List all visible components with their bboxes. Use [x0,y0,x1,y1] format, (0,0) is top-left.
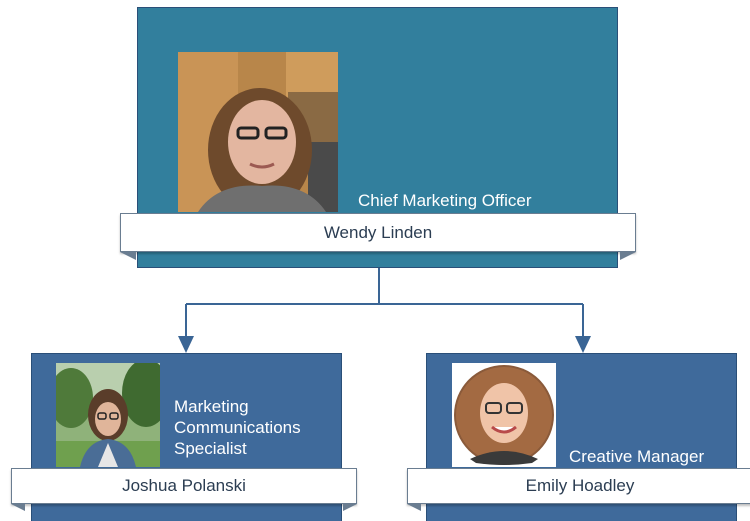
portrait-photo-joshua [56,363,160,467]
ribbon-fold-left [120,252,136,260]
connector-lines [185,268,584,340]
ribbon-fold-left [11,504,25,511]
portrait-photo-wendy [178,52,338,212]
role-title-emily: Creative Manager [569,447,705,466]
ribbon-fold-left [407,504,421,511]
role-title-joshua: Marketing Communications Specialist [174,397,301,458]
arrowhead-left [178,336,194,353]
ribbon-fold-right [343,504,357,511]
name-label-emily: Emily Hoadley [407,468,750,504]
role-title-top: Chief Marketing Officer [358,191,532,210]
portrait-photo-emily [452,363,556,467]
name-label-top: Wendy Linden [120,213,636,252]
org-node-top: Chief Marketing Officer Wendy Linden [120,7,636,268]
arrowhead-right [575,336,591,353]
ribbon-fold-right [620,252,636,260]
name-label-joshua: Joshua Polanski [11,468,357,504]
